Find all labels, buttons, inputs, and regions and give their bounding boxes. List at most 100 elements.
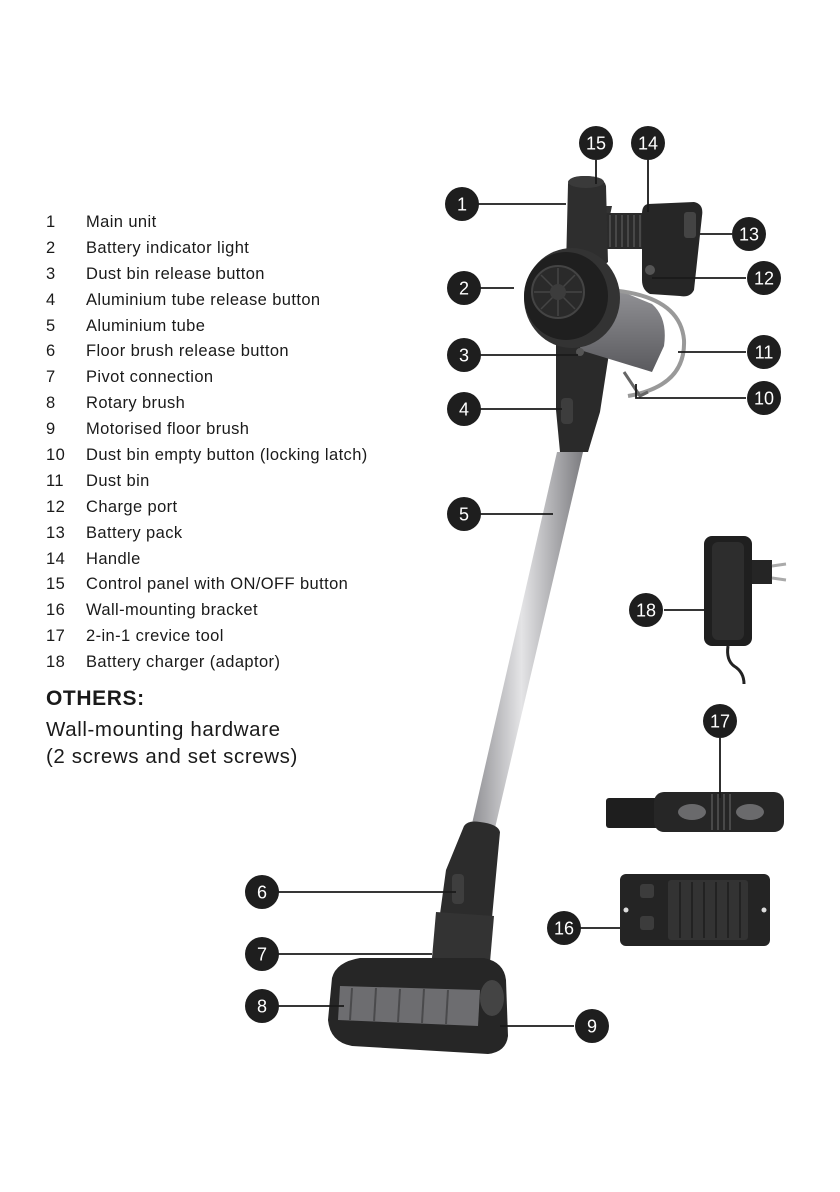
parts-list-item: 18 Battery charger (adaptor) — [46, 650, 368, 676]
part-label: Battery indicator light — [86, 238, 250, 257]
floor-brush-release-button — [452, 874, 464, 904]
part-number: 18 — [46, 653, 66, 672]
svg-text:18: 18 — [636, 601, 656, 621]
part-label: Charge port — [86, 497, 178, 516]
part-number: 17 — [46, 627, 66, 646]
parts-list-item: 6 Floor brush release button — [46, 339, 368, 365]
callout-16: 16 — [547, 911, 581, 945]
part-label: Floor brush release button — [86, 342, 290, 361]
part-number: 16 — [46, 601, 66, 620]
callout-10: 10 — [747, 381, 781, 415]
svg-text:1: 1 — [457, 195, 467, 215]
wall-bracket — [620, 874, 770, 946]
part-label: Battery charger (adaptor) — [86, 653, 281, 672]
part-label: Battery pack — [86, 523, 183, 542]
callout-3: 3 — [447, 338, 481, 372]
part-number: 11 — [46, 471, 64, 490]
battery-pack — [642, 202, 703, 297]
part-label: Aluminium tube release button — [86, 290, 321, 309]
callouts: 1 2 3 4 5 6 7 8 9 10 11 12 13 14 15 16 1… — [245, 126, 781, 1043]
parts-list-item: 12 Charge port — [46, 495, 368, 521]
svg-text:7: 7 — [257, 945, 267, 965]
parts-list-item: 10 Dust bin empty button (locking latch) — [46, 443, 368, 469]
svg-text:14: 14 — [638, 134, 658, 154]
svg-text:6: 6 — [257, 883, 267, 903]
charge-port-icon — [645, 265, 655, 275]
crevice-tool — [606, 792, 784, 832]
callout-14: 14 — [631, 126, 665, 160]
parts-list-item: 17 2-in-1 crevice tool — [46, 624, 368, 650]
others-heading: OTHERS: — [46, 687, 145, 710]
callout-2: 2 — [447, 271, 481, 305]
svg-text:2: 2 — [459, 279, 469, 299]
dust-bin-release-icon — [576, 348, 584, 356]
parts-list-item: 15 Control panel with ON/OFF button — [46, 572, 368, 598]
leader-lines — [278, 160, 746, 1027]
part-label: 2-in-1 crevice tool — [86, 627, 224, 646]
callout-8: 8 — [245, 989, 279, 1023]
motor-fan — [524, 248, 620, 356]
part-label: Control panel with ON/OFF button — [86, 575, 349, 594]
part-number: 6 — [46, 342, 56, 361]
callout-18: 18 — [629, 593, 663, 627]
part-number: 10 — [46, 446, 66, 465]
part-label: Main unit — [86, 213, 157, 231]
callout-17: 17 — [703, 704, 737, 738]
callout-4: 4 — [447, 392, 481, 426]
svg-text:17: 17 — [710, 712, 730, 732]
part-number: 5 — [46, 316, 56, 335]
callout-11: 11 — [747, 335, 781, 369]
svg-text:12: 12 — [754, 269, 774, 289]
aluminium-tube — [471, 452, 583, 828]
svg-text:15: 15 — [586, 134, 606, 154]
others-line-2: (2 screws and set screws) — [46, 745, 298, 768]
battery-charger — [704, 536, 787, 685]
callout-12: 12 — [747, 261, 781, 295]
part-number: 2 — [46, 238, 56, 257]
main-unit — [556, 176, 612, 452]
part-number: 3 — [46, 264, 56, 283]
svg-text:3: 3 — [459, 346, 469, 366]
svg-text:11: 11 — [755, 343, 774, 363]
part-label: Dust bin empty button (locking latch) — [86, 446, 368, 465]
part-label: Wall-mounting bracket — [86, 601, 258, 620]
part-label: Motorised floor brush — [86, 420, 250, 439]
svg-text:16: 16 — [554, 919, 574, 939]
others-line-1: Wall-mounting hardware — [46, 718, 281, 741]
svg-text:4: 4 — [459, 400, 469, 420]
parts-list-item: 9 Motorised floor brush — [46, 417, 368, 443]
callout-7: 7 — [245, 937, 279, 971]
svg-text:5: 5 — [459, 505, 469, 525]
parts-list-item: 16 Wall-mounting bracket — [46, 598, 368, 624]
floor-brush — [328, 821, 508, 1054]
part-number: 7 — [46, 368, 56, 387]
parts-list-item: 13 Battery pack — [46, 521, 368, 547]
part-number: 8 — [46, 394, 56, 413]
svg-text:13: 13 — [739, 225, 759, 245]
callout-6: 6 — [245, 875, 279, 909]
callout-15: 15 — [579, 126, 613, 160]
part-number: 14 — [46, 549, 66, 568]
parts-list-item: 11 Dust bin — [46, 469, 368, 495]
part-label: Pivot connection — [86, 368, 214, 387]
callout-5: 5 — [447, 497, 481, 531]
part-number: 4 — [46, 290, 56, 309]
parts-list-item: 7 Pivot connection — [46, 365, 368, 391]
callout-9: 9 — [575, 1009, 609, 1043]
svg-text:8: 8 — [257, 997, 267, 1017]
part-number: 12 — [46, 497, 66, 516]
part-number: 15 — [46, 575, 66, 594]
tube-release-button — [561, 398, 573, 424]
part-label: Dust bin — [86, 471, 150, 490]
part-number: 9 — [46, 420, 56, 439]
svg-text:9: 9 — [587, 1017, 597, 1037]
part-number: 13 — [46, 523, 66, 542]
part-label: Dust bin release button — [86, 264, 265, 283]
parts-list-item: 2 Battery indicator light — [46, 236, 368, 262]
